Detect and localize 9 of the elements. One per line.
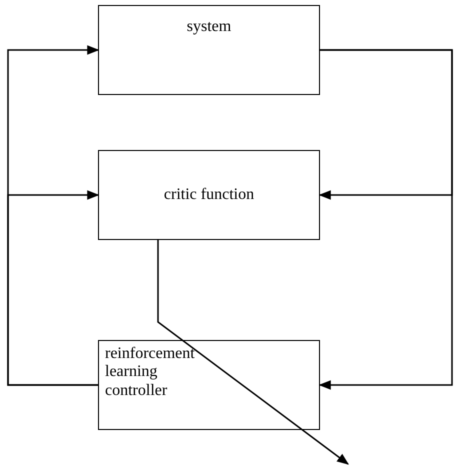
box-label: critic function — [164, 186, 254, 204]
box-label: reinforcement learning controller — [105, 345, 196, 400]
box-label: system — [186, 18, 232, 36]
process-box — [98, 340, 320, 430]
process-box — [98, 5, 320, 95]
arrow — [318, 49, 453, 390]
arrow — [157, 240, 349, 465]
arrow — [7, 190, 100, 386]
process-box — [98, 150, 320, 240]
